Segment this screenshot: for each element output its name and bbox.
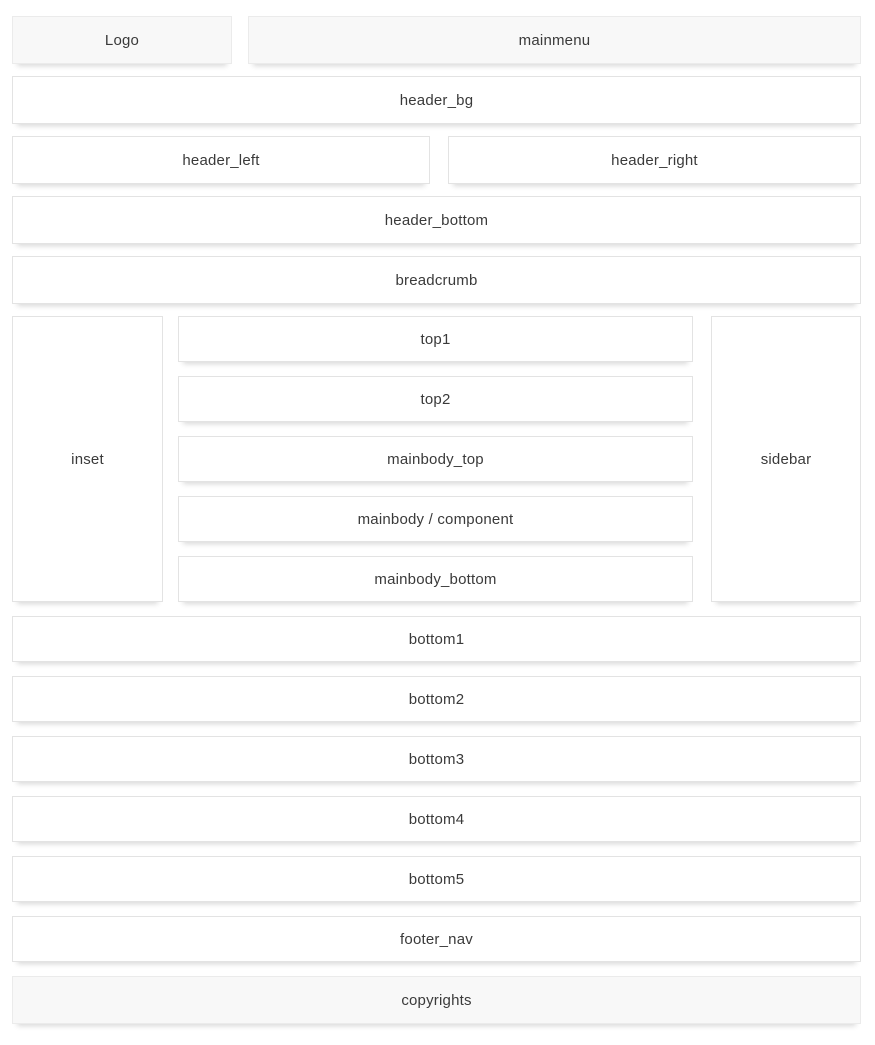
- bottom5-row: bottom5: [12, 856, 861, 902]
- bottom4-row: bottom4: [12, 796, 861, 842]
- footer-nav-row: footer_nav: [12, 916, 861, 962]
- position-box-bottom2: bottom2: [12, 676, 861, 722]
- position-label: mainmenu: [518, 31, 591, 49]
- position-label: mainbody_top: [387, 450, 484, 468]
- center-column: top1 top2 mainbody_top mainbody / compon…: [178, 316, 693, 602]
- bottom3-row: bottom3: [12, 736, 861, 782]
- header-bg-row: header_bg: [12, 76, 861, 124]
- position-box-bottom5: bottom5: [12, 856, 861, 902]
- position-label: bottom5: [408, 870, 465, 888]
- position-box-bottom4: bottom4: [12, 796, 861, 842]
- position-box-top1: top1: [178, 316, 693, 362]
- top-row: Logo mainmenu: [12, 16, 861, 64]
- position-box-footer-nav: footer_nav: [12, 916, 861, 962]
- position-box-copyrights: copyrights: [12, 976, 861, 1024]
- position-label: inset: [71, 450, 104, 468]
- position-label: Logo: [104, 31, 140, 49]
- bottom2-row: bottom2: [12, 676, 861, 722]
- position-label: bottom4: [408, 810, 465, 828]
- position-box-mainbody-bottom: mainbody_bottom: [178, 556, 693, 602]
- position-box-header-bottom: header_bottom: [12, 196, 861, 244]
- position-box-breadcrumb: breadcrumb: [12, 256, 861, 304]
- position-box-sidebar: sidebar: [711, 316, 861, 602]
- position-box-mainbody-top: mainbody_top: [178, 436, 693, 482]
- position-box-logo: Logo: [12, 16, 232, 64]
- position-box-mainbody-component: mainbody / component: [178, 496, 693, 542]
- position-box-header-right: header_right: [448, 136, 861, 184]
- position-box-bottom3: bottom3: [12, 736, 861, 782]
- position-label: mainbody_bottom: [374, 570, 497, 588]
- header-bottom-row: header_bottom: [12, 196, 861, 244]
- position-label: top1: [420, 330, 451, 348]
- bottom1-row: bottom1: [12, 616, 861, 662]
- position-label: header_right: [611, 151, 698, 169]
- position-box-mainmenu: mainmenu: [248, 16, 861, 64]
- breadcrumb-row: breadcrumb: [12, 256, 861, 304]
- position-label: copyrights: [401, 991, 472, 1009]
- columns-section: inset top1 top2 mainbody_top mainbody / …: [12, 316, 861, 602]
- position-label: bottom1: [408, 630, 465, 648]
- position-label: sidebar: [760, 450, 812, 468]
- position-label: bottom2: [408, 690, 465, 708]
- position-label: header_left: [182, 151, 260, 169]
- position-label: breadcrumb: [395, 271, 478, 289]
- position-box-top2: top2: [178, 376, 693, 422]
- position-label: mainbody / component: [357, 510, 514, 528]
- position-label: header_bottom: [384, 211, 489, 229]
- position-label: footer_nav: [400, 930, 473, 948]
- position-box-bottom1: bottom1: [12, 616, 861, 662]
- copyrights-row: copyrights: [12, 976, 861, 1024]
- header-split-row: header_left header_right: [12, 136, 861, 184]
- position-box-header-bg: header_bg: [12, 76, 861, 124]
- position-box-header-left: header_left: [12, 136, 430, 184]
- position-label: top2: [420, 390, 451, 408]
- position-box-inset: inset: [12, 316, 163, 602]
- position-label: bottom3: [408, 750, 465, 768]
- position-label: header_bg: [399, 91, 474, 109]
